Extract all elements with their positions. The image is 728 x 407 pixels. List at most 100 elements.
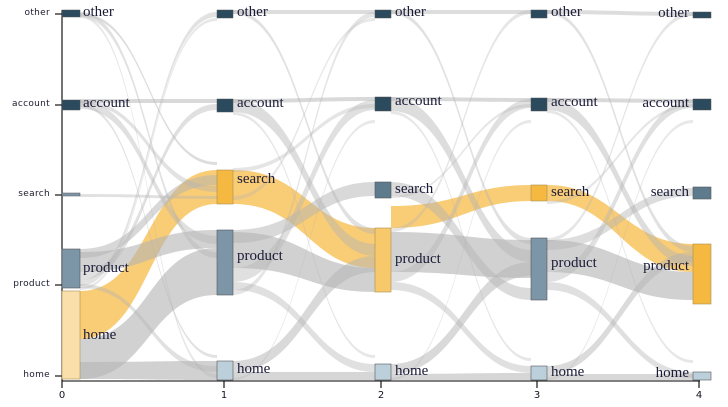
node-2-other[interactable] [374,9,392,19]
node-0-home[interactable] [61,290,81,380]
link-product-product-0 [80,230,217,272]
y-axis-label-product: product [13,279,50,289]
node-2-search[interactable] [374,181,392,199]
link-wisp-3a [547,104,693,204]
link-home-home-3 [547,374,693,380]
node-1-account[interactable] [216,98,234,113]
link-wisp-3b [547,110,693,363]
node-label-3-other: other [551,4,582,20]
link-wisp-0b [80,104,217,358]
link-account-product-2 [391,97,531,262]
node-label-0-other: other [83,4,114,20]
node-label-1-account: account [237,95,284,111]
node-2-account[interactable] [374,96,392,112]
node-0-account[interactable] [61,99,81,111]
link-other-other-1 [233,10,375,14]
node-3-other[interactable] [530,9,548,19]
link-account-account-3 [547,98,693,103]
node-label-3-account: account [551,94,598,110]
link-home-home-2 [391,373,531,380]
link-product-search-3 [547,188,693,250]
node-1-other[interactable] [216,9,234,19]
node-4-search[interactable] [692,186,712,200]
node-label-1-other: other [237,4,268,20]
link-product-other-3 [547,12,693,242]
node-2-product[interactable] [374,227,392,293]
node-1-home[interactable] [216,360,234,381]
link-product-account-1 [233,100,375,282]
link-home-product [80,248,217,379]
link-account-product-3 [547,98,693,266]
node-label-1-product: product [237,248,283,264]
node-4-product[interactable] [692,243,712,305]
link-highlight-product-search [391,185,531,228]
link-product-other-0 [80,12,217,286]
link-home-product-2 [391,262,531,374]
link-wisp-0a [80,13,217,165]
node-label-4-search: search [650,184,689,200]
link-account-search-0 [80,100,217,192]
node-label-2-account: account [395,93,442,109]
node-0-search[interactable] [61,192,81,197]
link-product-account-3 [547,100,693,282]
link-account-product-1 [233,99,375,256]
link-other-other-3 [547,10,693,16]
node-label-3-product: product [551,255,597,271]
link-account-account-2 [391,97,531,102]
node-1-search[interactable] [216,169,234,205]
node-label-0-home: home [83,327,117,343]
link-account-account-1 [233,97,375,103]
node-3-product[interactable] [530,237,548,301]
node-label-0-account: account [83,95,130,111]
node-layer [61,9,712,381]
link-highlight-search-product-3 [547,185,693,272]
link-product-search-1 [233,182,375,243]
node-label-1-home: home [237,361,271,377]
y-axis-label-other: other [24,8,50,18]
link-other-product-3 [547,10,693,252]
link-product-home-0 [80,284,217,372]
x-axis-label-3: 3 [533,390,541,401]
node-2-home[interactable] [374,363,392,381]
y-axis-label-home: home [23,370,50,380]
node-label-2-home: home [395,363,429,379]
link-product-home-3 [547,282,693,378]
node-label-2-product: product [395,251,441,267]
node-label-4-product: product [643,258,689,274]
node-label-1-search: search [237,171,276,187]
node-label-0-product: product [83,260,129,276]
y-axis-label-search: search [18,189,50,199]
link-wisp-0d [80,194,217,199]
node-4-other[interactable] [692,11,712,19]
x-axis-label-0: 0 [58,390,66,401]
node-0-other[interactable] [61,9,81,18]
link-wisp-3c [547,120,693,380]
y-axis-label-account: account [12,99,50,109]
link-layer [80,10,693,380]
node-label-4-other: other [658,5,689,21]
link-product-home-1 [233,282,375,372]
node-4-account[interactable] [692,98,712,111]
node-0-product[interactable] [61,248,81,289]
x-axis-label-2: 2 [377,390,385,401]
link-product-search-0 [80,175,217,258]
link-account-product-0 [80,101,217,244]
node-3-home[interactable] [530,365,548,381]
node-label-3-home: home [551,364,585,380]
link-product-product-3 [547,240,693,300]
node-4-home[interactable] [692,371,712,381]
link-home-home [80,361,217,380]
link-product-account-0 [80,104,217,280]
link-search-product-2 [391,182,531,300]
link-account-account-0 [80,99,217,103]
node-1-product[interactable] [216,229,234,296]
node-3-search[interactable] [530,184,548,202]
x-axis-label-1: 1 [220,390,228,401]
link-other-other-2 [391,10,531,14]
node-label-4-home: home [655,365,689,381]
link-home-home-1 [233,372,375,380]
node-3-account[interactable] [530,97,548,112]
node-label-3-search: search [551,184,590,200]
